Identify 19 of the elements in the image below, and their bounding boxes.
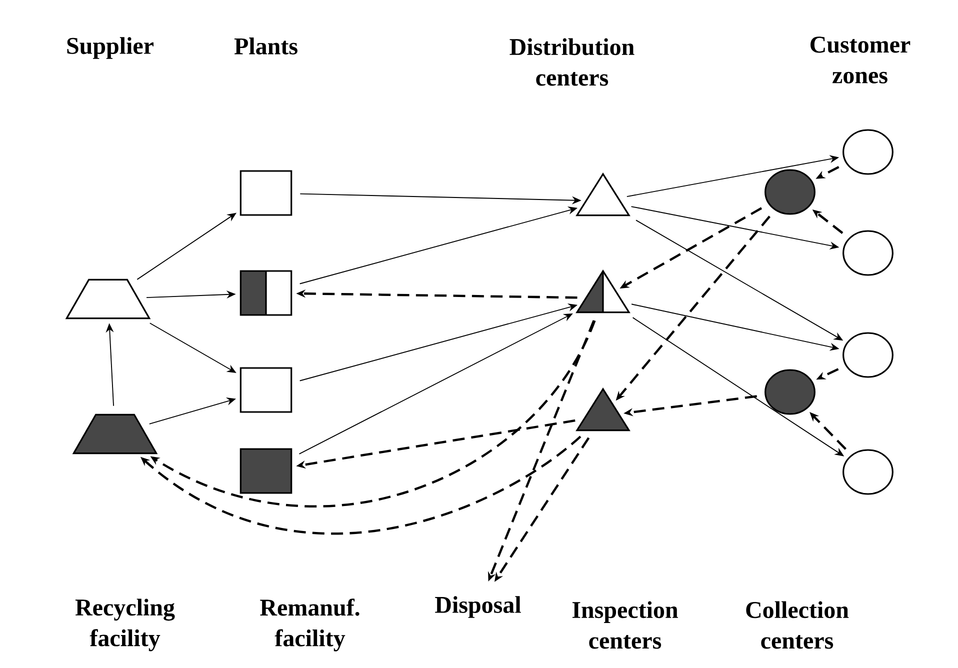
column-heading: Recycling facility: [75, 598, 175, 652]
circle-shape: [764, 169, 816, 215]
circle-shape: [842, 129, 894, 175]
circle-shape: [842, 449, 894, 495]
circle-shape: [842, 230, 894, 276]
node-label: Disposal: [435, 596, 521, 618]
square-shape: [240, 448, 292, 494]
square-shape: [240, 170, 292, 216]
column-heading: Inspection centers: [572, 601, 678, 649]
column-heading: Remanuf. facility: [260, 598, 360, 652]
circle-shape: [764, 369, 816, 415]
square-shape: [240, 270, 292, 316]
circle-shape: [842, 332, 894, 378]
column-heading: Distribution centers: [510, 38, 634, 86]
square-shape: [240, 367, 292, 413]
column-heading: Customer zones: [810, 36, 910, 84]
column-heading: Collection centers: [746, 601, 849, 649]
column-heading: Supplier: [67, 37, 154, 59]
column-heading: Plants: [234, 38, 298, 54]
